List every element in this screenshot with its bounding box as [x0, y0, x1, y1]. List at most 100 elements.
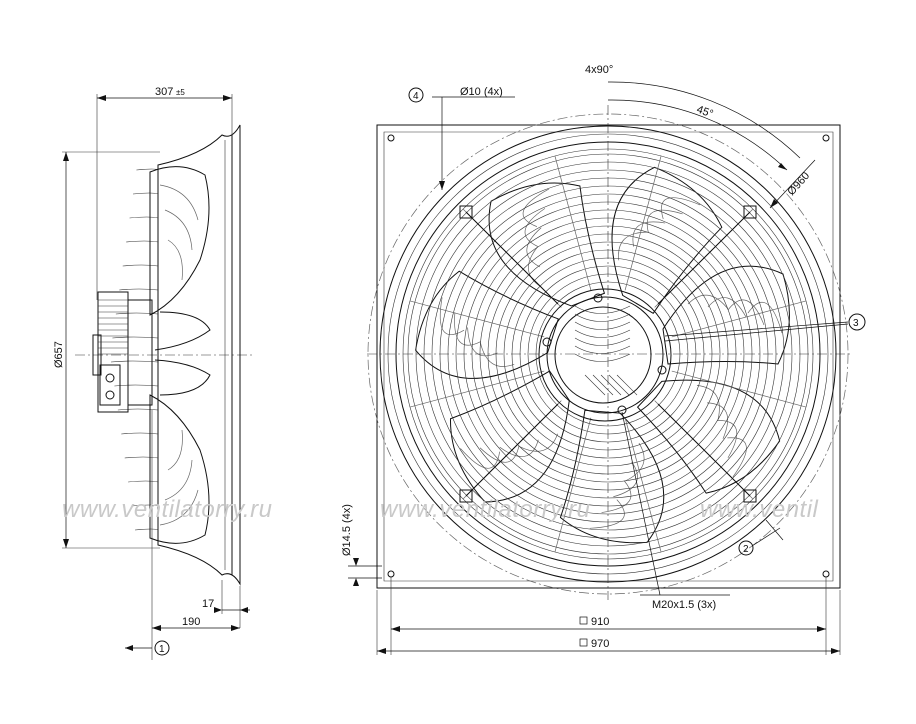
guard-wires [110, 168, 159, 531]
watermark-text-1: www.ventilatorry.ru [62, 496, 272, 523]
hub-rib [574, 321, 631, 330]
guard-spokes [409, 155, 807, 553]
side-offset-label: 17 [202, 598, 214, 610]
side-guard-wire [110, 360, 159, 363]
blade-detail [519, 433, 558, 452]
blade [611, 166, 723, 314]
blade-detail [747, 301, 783, 334]
hub-rib [574, 313, 631, 322]
fan-blades [415, 166, 790, 544]
blade-detail [439, 297, 465, 335]
strut-bracket [459, 205, 473, 219]
blade-detail [687, 294, 729, 310]
blade-detail [524, 208, 546, 248]
callout-2: 2 [743, 544, 749, 555]
guard-spoke [671, 300, 807, 338]
hole-pitch-label: 910 [591, 616, 609, 628]
callout-3: 3 [853, 318, 859, 329]
guard-spoke [624, 155, 662, 291]
frame-size-label: 970 [591, 638, 609, 650]
blade-detail [717, 420, 738, 459]
strut-bracket [743, 205, 757, 219]
blade-detail [601, 480, 632, 513]
blade-outline [611, 166, 723, 314]
blade-detail [460, 448, 500, 469]
blade-detail [522, 188, 549, 227]
side-guard-wire [122, 264, 159, 267]
hub-rib [574, 353, 631, 362]
hub-rib [574, 345, 631, 354]
watermark-text-3: www.ventil [700, 496, 819, 523]
blade [662, 265, 790, 365]
callout-1: 1 [159, 644, 165, 655]
guard-spoke [409, 300, 545, 338]
strut-bracket [743, 489, 757, 503]
hub-rib [592, 374, 614, 396]
guard-spoke [671, 370, 807, 408]
blade-detail [661, 197, 701, 220]
side-guard-wire [132, 192, 159, 195]
blade-detail [499, 439, 539, 457]
blade-detail [707, 402, 728, 439]
callout-4: 4 [413, 91, 419, 102]
side-guard-wire [134, 528, 159, 531]
angle-offset-label: 45° [695, 104, 715, 121]
blade-detail [480, 342, 515, 367]
blade-detail [707, 297, 747, 318]
guard-spoke [554, 155, 592, 291]
side-guard-wire [112, 336, 159, 339]
watermark: www.ventilatorry.ru www.ventilatorry.ru … [62, 496, 819, 523]
blade-detail [618, 231, 648, 261]
strut-bracket [459, 489, 473, 503]
side-guard-wire [115, 312, 159, 315]
side-guard-wire [124, 456, 159, 459]
blade [636, 379, 781, 494]
side-base-label: 190 [182, 616, 200, 628]
blade-detail [613, 461, 638, 498]
blade [415, 270, 559, 379]
motor-fins [98, 299, 128, 355]
blade-outline [662, 265, 790, 365]
blade-detail [589, 499, 625, 529]
blade-outline [636, 379, 781, 494]
side-guard-wire [128, 480, 159, 483]
hole-diameter-label: Ø10 (4x) [460, 86, 503, 98]
guard-strut [465, 403, 559, 497]
hub-rib [574, 329, 631, 338]
side-diameter-label: Ø657 [53, 341, 65, 368]
guard-spoke [624, 417, 662, 553]
blade-detail [727, 437, 747, 478]
guard-strut [657, 211, 751, 305]
slot-label: Ø14.5 (4x) [341, 504, 353, 556]
blade-detail [625, 442, 645, 482]
side-view: Ø657 307 ±5 17 190 1 [53, 86, 252, 660]
hub-rib [574, 305, 631, 314]
hub-rib [616, 374, 638, 396]
blade [449, 370, 570, 503]
side-width-tolerance: ±5 [176, 88, 185, 97]
hub-rib [600, 374, 622, 396]
blade-detail [727, 299, 765, 326]
side-guard-wire [114, 384, 159, 387]
side-guard-wire [121, 432, 159, 435]
guard-strut [465, 211, 559, 305]
hub-rib [608, 374, 630, 396]
blade [559, 409, 665, 544]
blade-detail [646, 209, 683, 233]
side-guard-wire [126, 240, 159, 243]
side-guard-wire [131, 504, 159, 507]
blade-outline [449, 370, 570, 503]
blade-detail [467, 327, 498, 357]
side-guard-wire [129, 216, 159, 219]
angle-spacing-label: 4x90° [585, 64, 613, 76]
blade-detail [526, 227, 542, 268]
ring-diameter-label: Ø960 [785, 170, 812, 198]
guard-strut [657, 403, 751, 497]
watermark-text-2: www.ventilatorry.ru [380, 496, 590, 523]
blade-outline [415, 270, 559, 379]
side-width-label: 307 [155, 86, 173, 98]
blade-detail [696, 385, 720, 420]
side-guard-wire [117, 408, 159, 411]
motor-ribs [574, 305, 638, 396]
blade-outline [488, 182, 606, 307]
